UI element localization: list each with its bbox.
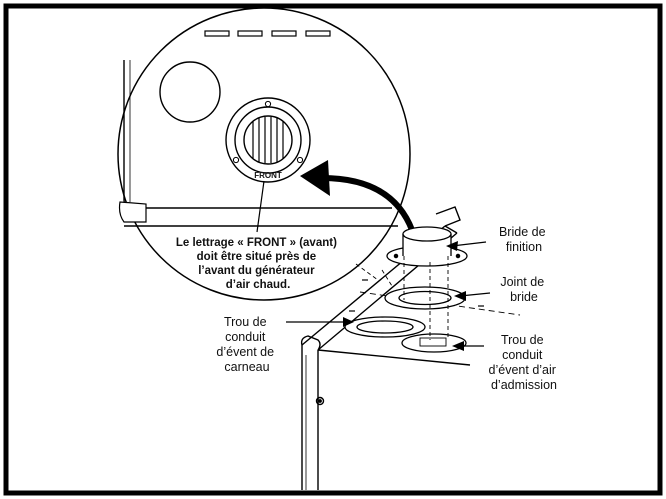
vent-assembly xyxy=(344,226,468,353)
plain-hole xyxy=(159,61,221,123)
front-note: Le lettrage « FRONT » (avant) doit être … xyxy=(176,237,340,291)
magnified-detail: FRONT Le lettrage « FRONT » (avant) doit… xyxy=(117,7,411,301)
alignment-lines xyxy=(355,256,449,340)
label-finishing-flange: Bride de finition xyxy=(499,225,549,254)
curved-arrow xyxy=(300,160,415,232)
label-flue-vent-hole: Trou de conduit d’évent de carneau xyxy=(216,315,277,374)
label-flange-gasket: Joint de bride xyxy=(500,275,547,304)
vent-collar xyxy=(225,97,311,183)
front-note-line-2: doit être situé près de xyxy=(197,251,317,263)
front-mark: FRONT xyxy=(254,171,282,180)
front-leader-line xyxy=(256,180,265,233)
front-note-line-3: l’avant du générateur xyxy=(198,265,315,277)
panel-slots xyxy=(204,30,331,37)
panel-corner-clip xyxy=(118,201,147,223)
surface-marks xyxy=(349,279,484,312)
callout-arrowheads xyxy=(343,241,466,351)
front-note-line-1: Le lettrage « FRONT » (avant) xyxy=(176,237,337,249)
front-note-line-4: d’air chaud. xyxy=(226,279,291,291)
label-intake-vent-hole: Trou de conduit d’évent d’air d’admissio… xyxy=(489,333,560,392)
